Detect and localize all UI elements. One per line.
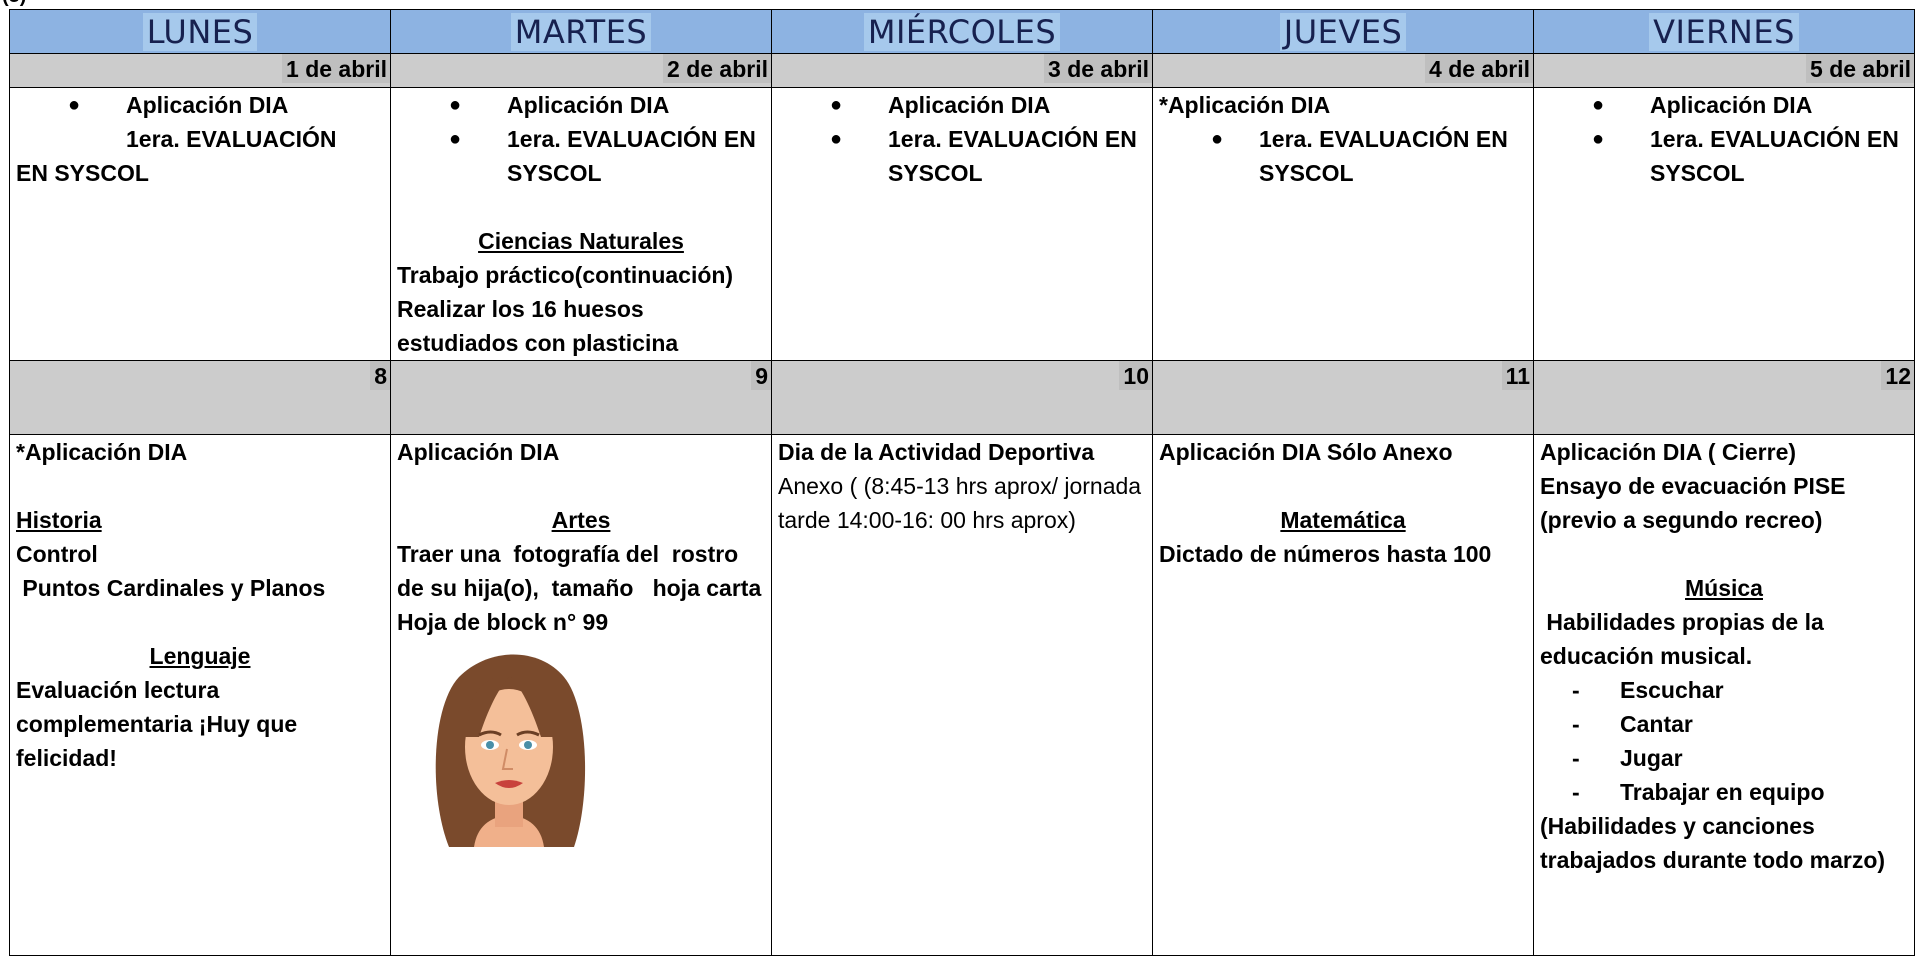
- activity-list: Aplicación DIA 1era. EVALUACIÓN EN SYSCO…: [397, 88, 765, 190]
- activity-text: 1era. EVALUACIÓN: [126, 126, 337, 152]
- activity-title: Dia de la Actividad Deportiva: [778, 439, 1095, 465]
- date-cell: 8: [9, 360, 391, 435]
- week2-jueves-cell: Aplicación DIA Sólo Anexo Matemática Dic…: [1152, 434, 1534, 956]
- day-header-jueves: JUEVES: [1152, 9, 1534, 54]
- activity-text: Anexo ( (8:45-13 hrs aprox/ jornada tard…: [778, 473, 1142, 533]
- subject-heading: Matemática: [1280, 507, 1406, 533]
- date-cell: 3 de abril: [771, 53, 1153, 88]
- week1-lunes-cell: Aplicación DIA 1era. EVALUACIÓN EN SYSCO…: [9, 87, 391, 361]
- week1-content-row: Aplicación DIA 1era. EVALUACIÓN EN SYSCO…: [9, 87, 1915, 361]
- date-cell: 2 de abril: [390, 53, 772, 88]
- clipped-heading-fragment: (3): [0, 0, 100, 9]
- date-cell: 11: [1152, 360, 1534, 435]
- activity-text: Dictado de números hasta 100: [1159, 541, 1492, 567]
- woman-face-illustration: [435, 654, 586, 847]
- subject-heading: Ciencias Naturales: [478, 228, 684, 254]
- activity-text: Habilidades propias de la educación musi…: [1540, 609, 1831, 669]
- date-cell: 1 de abril: [9, 53, 391, 88]
- activity-text: Puntos Cardinales y Planos: [16, 575, 326, 601]
- date-cell: 4 de abril: [1152, 53, 1534, 88]
- weekly-calendar: LUNES MARTES MIÉRCOLES JUEVES VIERNES 1 …: [9, 9, 1915, 956]
- activity-text: EN SYSCOL: [16, 160, 149, 186]
- week2-date-row: 8 9 10 11 12: [9, 360, 1915, 435]
- date-cell: 10: [771, 360, 1153, 435]
- list-item: Trabajar en equipo: [1572, 775, 1908, 809]
- subject-heading: Lenguaje: [149, 643, 251, 669]
- list-item: 1era. EVALUACIÓN EN SYSCOL: [1592, 122, 1908, 190]
- activity-text: (Habilidades y canciones trabajados dura…: [1540, 813, 1886, 873]
- week1-jueves-cell: *Aplicación DIA 1era. EVALUACIÓN EN SYSC…: [1152, 87, 1534, 361]
- activity-list: Aplicación DIA 1era. EVALUACIÓN EN SYSCO…: [778, 88, 1146, 190]
- activity-text: Aplicación DIA Sólo Anexo: [1159, 439, 1453, 465]
- subject-heading: Historia: [16, 507, 102, 533]
- list-item: 1era. EVALUACIÓN EN SYSCOL: [449, 122, 765, 190]
- activity-text: *Aplicación DIA: [1159, 92, 1331, 118]
- activity-text: Aplicación DIA: [397, 439, 560, 465]
- day-header-viernes: VIERNES: [1533, 9, 1915, 54]
- skills-list: Escuchar Cantar Jugar Trabajar en equipo: [1540, 673, 1908, 809]
- activity-list: Aplicación DIA 1era. EVALUACIÓN EN SYSCO…: [1540, 88, 1908, 190]
- list-item: Escuchar: [1572, 673, 1908, 707]
- date-cell: 5 de abril: [1533, 53, 1915, 88]
- list-item: Aplicación DIA: [830, 88, 1146, 122]
- week1-date-row: 1 de abril 2 de abril 3 de abril 4 de ab…: [9, 53, 1915, 88]
- list-item: 1era. EVALUACIÓN EN SYSCOL: [830, 122, 1146, 190]
- week1-miercoles-cell: Aplicación DIA 1era. EVALUACIÓN EN SYSCO…: [771, 87, 1153, 361]
- list-item: Aplicación DIA: [449, 88, 765, 122]
- activity-text: Trabajo práctico(continuación): [397, 262, 734, 288]
- day-header-row: LUNES MARTES MIÉRCOLES JUEVES VIERNES: [9, 9, 1915, 54]
- activity-text: Ensayo de evacuación PISE (previo a segu…: [1540, 473, 1846, 533]
- week2-miercoles-cell: Dia de la Actividad Deportiva Anexo ( (8…: [771, 434, 1153, 956]
- day-header-miercoles: MIÉRCOLES: [771, 9, 1153, 54]
- day-header-lunes: LUNES: [9, 9, 391, 54]
- week1-viernes-cell: Aplicación DIA 1era. EVALUACIÓN EN SYSCO…: [1533, 87, 1915, 361]
- list-item: 1era. EVALUACIÓN EN SYSCOL: [1211, 122, 1527, 190]
- activity-text: Realizar los 16 huesos estudiados con pl…: [397, 296, 679, 356]
- list-item: Jugar: [1572, 741, 1908, 775]
- week2-viernes-cell: Aplicación DIA ( Cierre) Ensayo de evacu…: [1533, 434, 1915, 956]
- date-cell: 12: [1533, 360, 1915, 435]
- activity-text: Aplicación DIA ( Cierre): [1540, 439, 1797, 465]
- list-item: Aplicación DIA: [1592, 88, 1908, 122]
- day-header-martes: MARTES: [390, 9, 772, 54]
- activity-text: Evaluación lectura complementaria ¡Huy q…: [16, 677, 298, 771]
- subject-heading: Música: [1685, 575, 1763, 601]
- week2-content-row: *Aplicación DIA Historia Control Puntos …: [9, 434, 1915, 956]
- activity-list: 1era. EVALUACIÓN EN SYSCOL: [1159, 122, 1527, 190]
- subject-heading: Artes: [551, 507, 611, 533]
- week2-martes-cell: Aplicación DIA Artes Traer una fotografí…: [390, 434, 772, 956]
- activity-text: Traer una fotografía del rostro de su hi…: [397, 541, 762, 601]
- week2-lunes-cell: *Aplicación DIA Historia Control Puntos …: [9, 434, 391, 956]
- activity-text: Aplicación DIA: [16, 88, 384, 122]
- week1-martes-cell: Aplicación DIA 1era. EVALUACIÓN EN SYSCO…: [390, 87, 772, 361]
- activity-text: Control: [16, 541, 98, 567]
- activity-text: *Aplicación DIA: [16, 439, 188, 465]
- activity-text: Hoja de block n° 99: [397, 609, 609, 635]
- date-cell: 9: [390, 360, 772, 435]
- list-item: Cantar: [1572, 707, 1908, 741]
